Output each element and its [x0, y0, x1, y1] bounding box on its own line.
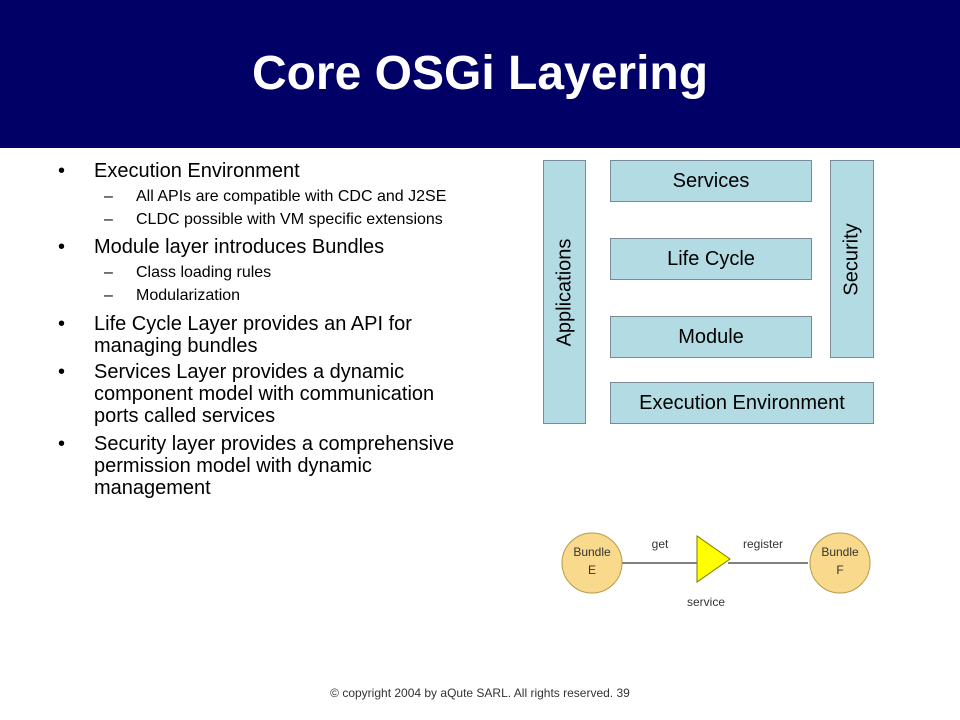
slide-title: Core OSGi Layering [251, 47, 709, 100]
applications-label: Applications [553, 238, 575, 346]
life-cycle-layer: Life Cycle [610, 238, 812, 280]
sub-bullet-marker: – [104, 287, 113, 304]
bundle-e-label-line1: Bundle [573, 545, 611, 559]
bullet-text: Life Cycle Layer provides an API for man… [94, 313, 412, 357]
sub-bullet-item: – Class loading rules [58, 264, 468, 281]
applications-layer: Applications [543, 160, 586, 424]
bundle-e-node [561, 532, 623, 594]
bullet-item: • Module layer introduces Bundles [58, 236, 468, 258]
bullet-marker: • [58, 433, 66, 455]
services-label: Services [672, 169, 750, 192]
sub-bullet-marker: – [104, 211, 113, 228]
sub-bullet-item: – CLDC possible with VM specific extensio… [58, 211, 468, 228]
bullet-item: • Execution Environment [58, 160, 468, 182]
get-label: get [652, 537, 669, 551]
bullet-marker: • [58, 160, 66, 182]
sub-bullet-text: All APIs are compatible with CDC and J2S… [136, 188, 447, 205]
bundle-f-label-line1: Bundle [821, 545, 859, 559]
bullet-text: Module layer introduces Bundles [94, 236, 385, 258]
sub-bullet-item: – Modularization [58, 287, 468, 304]
sub-bullet-item: – All APIs are compatible with CDC and J2… [58, 188, 468, 205]
service-triangle [696, 535, 731, 583]
bullet-list: • Execution Environment – All APIs are com… [58, 160, 468, 499]
bullet-text: Security layer provides a comprehensive … [94, 433, 455, 499]
execution-environment-layer: Execution Environment [610, 382, 874, 424]
service-label: service [687, 595, 725, 609]
bullet-text: Execution Environment [94, 160, 300, 182]
service-diagram: Bundle E Bundle F get register service [561, 532, 871, 609]
bundle-f-label-line2: F [836, 563, 843, 577]
bullet-item: • Security layer provides a comprehensive… [58, 433, 468, 499]
copyright-footer: © copyright 2004 by aQute SARL. All righ… [330, 686, 630, 700]
execution-environment-label: Execution Environment [639, 391, 845, 414]
module-label: Module [678, 325, 744, 348]
sub-bullet-text: Class loading rules [136, 264, 272, 281]
bullet-item: • Services Layer provides a dynamic compo… [58, 361, 468, 427]
services-layer: Services [610, 160, 812, 202]
module-layer: Module [610, 316, 812, 358]
bullet-marker: • [58, 361, 66, 383]
sub-bullet-marker: – [104, 188, 113, 205]
bullet-marker: • [58, 313, 66, 335]
sub-bullet-marker: – [104, 264, 113, 281]
security-layer: Security [830, 160, 874, 358]
bullet-item: • Life Cycle Layer provides an API for ma… [58, 313, 468, 357]
sub-bullet-text: CLDC possible with VM specific extension… [136, 211, 443, 228]
bullet-marker: • [58, 236, 66, 258]
title-bar: Core OSGi Layering [0, 0, 960, 148]
sub-bullet-text: Modularization [136, 287, 241, 304]
bundle-f-node [809, 532, 871, 594]
bundle-e-label-line2: E [588, 563, 596, 577]
life-cycle-label: Life Cycle [667, 247, 755, 270]
register-label: register [743, 537, 783, 551]
bullet-text: Services Layer provides a dynamic compon… [94, 361, 435, 427]
security-label: Security [840, 222, 863, 296]
